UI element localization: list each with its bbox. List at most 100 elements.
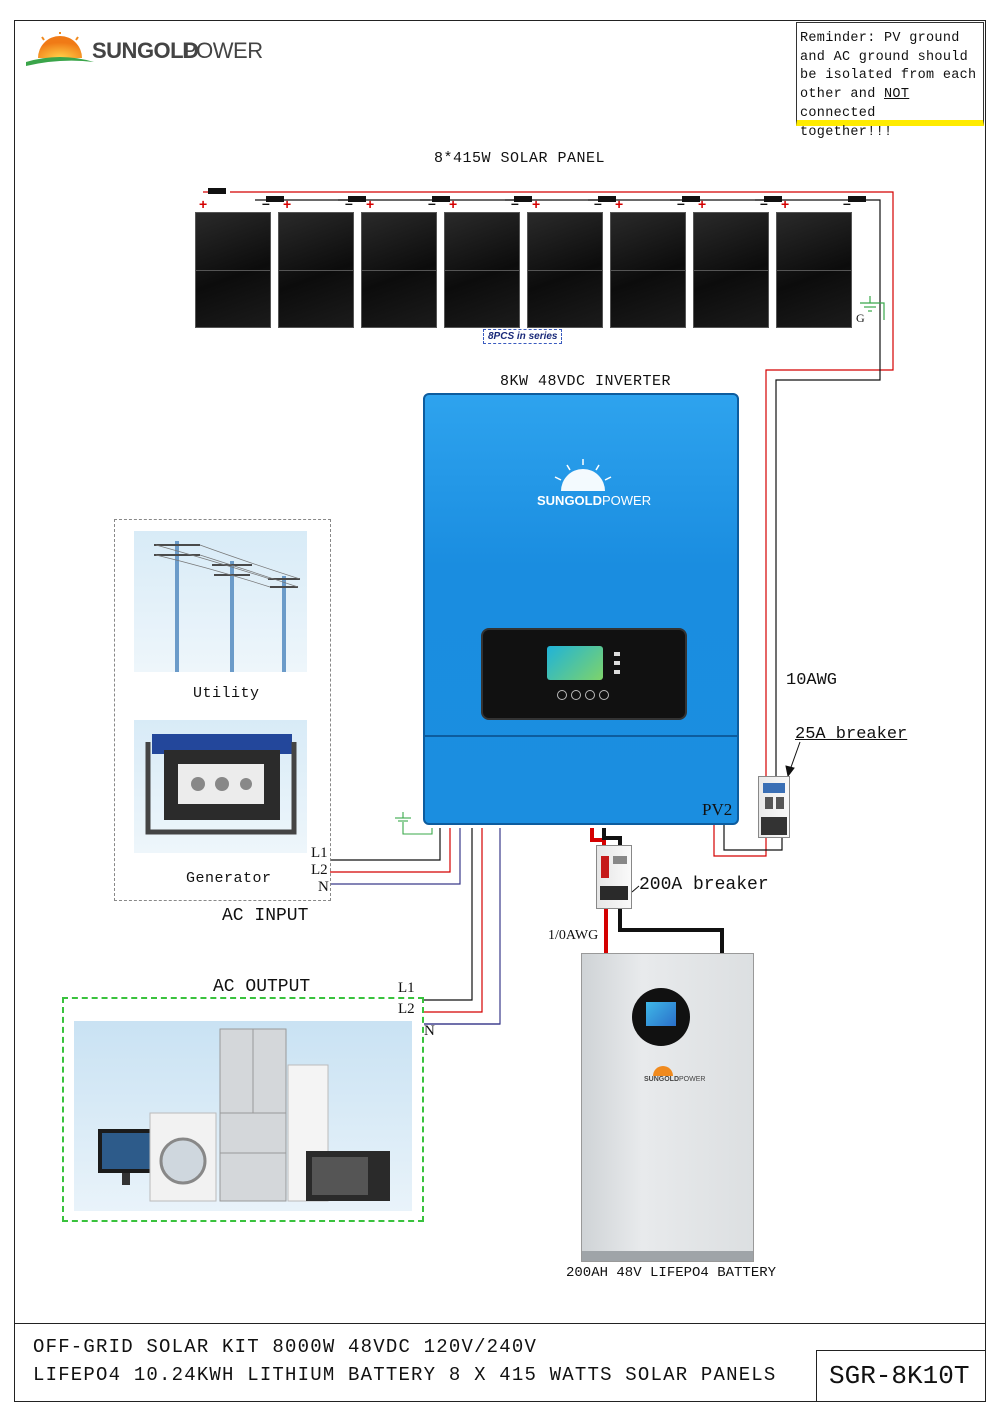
- utility-pole-icon: [154, 541, 301, 672]
- ac-input-n: N: [318, 879, 329, 895]
- battery-brand-light: POWER: [679, 1076, 706, 1083]
- ac-output-l1: L1: [398, 980, 415, 996]
- solar-panel-5: [527, 212, 603, 328]
- indicator-led-1: [614, 652, 620, 656]
- pv-breaker-25a: [758, 776, 790, 838]
- reminder-line-3: be isolated from each: [800, 68, 977, 84]
- company-logo: SUNGOLD POWER: [24, 30, 263, 70]
- lcd-screen: [547, 646, 603, 680]
- solar-panel-3: [361, 212, 437, 328]
- home-appliances-icon: [98, 1028, 390, 1202]
- battery-display-bezel: [632, 988, 690, 1046]
- utility-pole-image: [134, 531, 307, 672]
- button-3-icon[interactable]: [585, 690, 595, 700]
- inverter-display: [481, 628, 687, 720]
- minus-mark-5: –: [594, 195, 602, 211]
- ground-g-label: G: [856, 311, 865, 325]
- ac-input-box: [114, 519, 331, 901]
- solar-array-title: 8*415W SOLAR PANEL: [434, 150, 606, 167]
- pv-breaker-arrow: [785, 741, 801, 778]
- inverter-unit: SUNGOLDPOWER: [423, 393, 739, 825]
- battery-lcd: [646, 1002, 676, 1026]
- sunrise-logo-icon: [26, 32, 94, 66]
- appliances-image: [74, 1021, 412, 1211]
- inverter-sun-logo-icon: [554, 459, 612, 491]
- battery-base: [582, 1251, 753, 1261]
- button-4-icon[interactable]: [599, 690, 609, 700]
- ac-input-l1: L1: [311, 845, 328, 861]
- minus-mark-3: –: [428, 195, 436, 211]
- solar-panel-6: [610, 212, 686, 328]
- drawing-frame: [14, 20, 986, 1402]
- inverter-divider: [425, 735, 737, 737]
- battery-breaker-terminals: [600, 886, 628, 900]
- ac-input-wiring: [330, 828, 461, 885]
- generator-label: Generator: [186, 870, 272, 887]
- series-tag: 8PCS in series: [483, 329, 563, 344]
- plus-mark-6: +: [615, 196, 624, 212]
- ac-input-title: AC INPUT: [222, 906, 309, 926]
- button-1-icon[interactable]: [557, 690, 567, 700]
- plus-mark-3: +: [366, 196, 375, 212]
- inverter-brand-bold: SUNGOLD: [537, 493, 602, 508]
- ac-input-l2: L2: [311, 862, 328, 878]
- pv-ground-symbol: [860, 296, 885, 320]
- plus-mark-1: +: [199, 196, 208, 212]
- solar-panel-8: [776, 212, 852, 328]
- indicator-led-3: [614, 670, 620, 674]
- pv-wire-gauge: 10AWG: [786, 671, 838, 690]
- minus-mark-1: –: [262, 195, 270, 211]
- mc4-connectors: [208, 188, 866, 202]
- pv-breaker-handle-left[interactable]: [765, 797, 773, 809]
- battery-breaker-handle[interactable]: [601, 856, 609, 878]
- solar-panel-4: [444, 212, 520, 328]
- reminder-line-4-pre: other and: [800, 87, 885, 103]
- minus-mark-7: –: [760, 195, 768, 211]
- battery-brand-bold: SUNGOLD: [644, 1076, 679, 1083]
- minus-mark-4: –: [511, 195, 519, 211]
- solar-panel-2: [278, 212, 354, 328]
- inverter-brand: SUNGOLDPOWER: [537, 493, 651, 508]
- inverter-brand-light: POWER: [602, 493, 652, 508]
- plus-mark-4: +: [449, 196, 458, 212]
- battery-sun-logo-icon: [653, 1066, 673, 1076]
- reminder-line-1: Reminder: PV ground: [800, 31, 960, 46]
- plus-mark-2: +: [283, 196, 292, 212]
- battery-brand: SUNGOLDPOWER: [644, 1076, 705, 1083]
- logo-text-bold: SUNGOLD: [92, 38, 199, 63]
- pv-breaker-label: 25A breaker: [795, 725, 908, 744]
- solar-panel-7: [693, 212, 769, 328]
- generator-image: [134, 720, 307, 853]
- ac-output-wiring: [424, 828, 501, 1025]
- footer-title-line-1: OFF-GRID SOLAR KIT 8000W 48VDC 120V/240V: [33, 1336, 538, 1358]
- logo-text-light: POWER: [182, 38, 263, 63]
- inverter-title: 8KW 48VDC INVERTER: [500, 373, 672, 390]
- battery-breaker-label: 200A breaker: [639, 875, 769, 895]
- ac-output-title: AC OUTPUT: [213, 977, 311, 997]
- solar-panel-1: [195, 212, 271, 328]
- model-box: SGR-8K10T: [816, 1350, 986, 1402]
- plus-mark-7: +: [698, 196, 707, 212]
- battery-label: 200AH 48V LIFEPO4 BATTERY: [566, 1265, 777, 1281]
- pv-breaker-wiring: [713, 818, 783, 857]
- pv2-label: PV2: [702, 800, 733, 819]
- minus-mark-6: –: [677, 195, 685, 211]
- pv-breaker-handle-right[interactable]: [776, 797, 784, 809]
- minus-mark-8: –: [843, 195, 851, 211]
- reminder-line-2: and AC ground should: [800, 49, 969, 65]
- battery-wire-gauge: 1/0AWG: [548, 928, 599, 943]
- battery-breaker-plate: [613, 856, 627, 864]
- plus-mark-8: +: [781, 196, 790, 212]
- pv-breaker-terminals: [761, 817, 787, 835]
- pv-breaker-label-plate: [763, 783, 785, 793]
- plus-mark-5: +: [532, 196, 541, 212]
- ac-output-n: N: [424, 1023, 435, 1039]
- button-2-icon[interactable]: [571, 690, 581, 700]
- ac-ground-symbol: [395, 812, 433, 835]
- lifepo4-battery: SUNGOLDPOWER: [581, 953, 754, 1262]
- ac-output-box: [62, 997, 424, 1222]
- minus-mark-2: –: [345, 195, 353, 211]
- footer-title-line-2: LIFEPO4 10.24KWH LITHIUM BATTERY 8 X 415…: [33, 1364, 777, 1386]
- battery-wiring: [590, 828, 724, 956]
